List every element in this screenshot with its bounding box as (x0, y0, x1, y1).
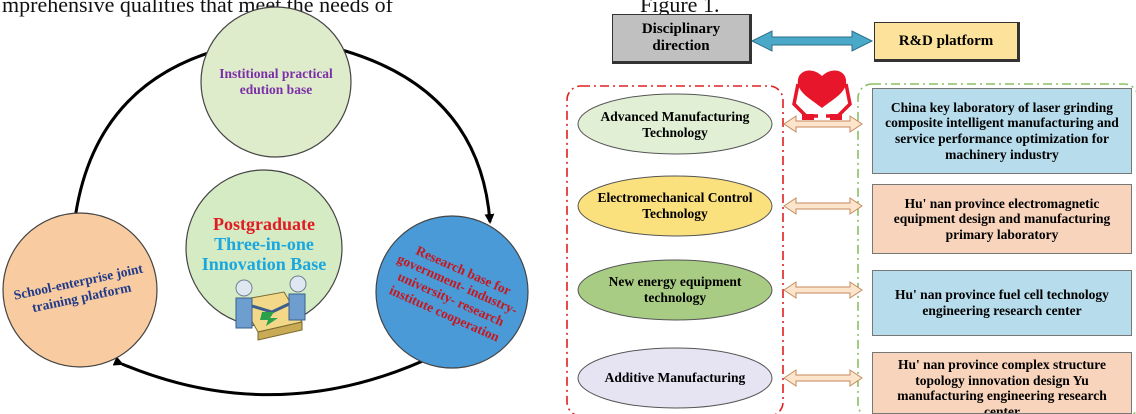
header-rd-platform: R&D platform (874, 22, 1020, 62)
discipline-ellipse-2 (577, 175, 773, 237)
discipline-ellipse-4 (577, 347, 773, 409)
discipline-ellipse-1 (577, 93, 773, 155)
platform-box-3: Hu' nan province fuel cell technology en… (872, 270, 1132, 336)
connector-arrow-2 (783, 197, 863, 215)
platform-box-2: Hu' nan province electromagnetic equipme… (872, 184, 1132, 254)
node-research-base (375, 215, 529, 369)
heart-hands-icon (792, 70, 852, 120)
center-label-line3: Innovation Base (201, 254, 327, 275)
disciplines-dashed-frame (566, 85, 784, 414)
connector-arrow-3 (783, 281, 863, 299)
center-label-line2: Three-in-one (214, 233, 314, 254)
header-double-arrow (750, 30, 874, 52)
cycle-arrow-top-right (332, 42, 495, 224)
discipline-label-3: New energy equipment technology (608, 274, 742, 305)
discipline-label-2: Electromechanical Control Technology (597, 190, 753, 221)
discipline-ellipse-3 (577, 259, 773, 321)
connector-arrow-4 (783, 369, 863, 387)
node-school-enterprise (2, 212, 158, 368)
center-label-line1: Postgraduate (213, 213, 315, 234)
header-disciplinary-direction: Disciplinary direction (612, 14, 752, 64)
node-practical-base-label: Institional practical edution base (219, 66, 333, 97)
center-label-group: Postgraduate Three-in-one Innovation Bas… (196, 204, 332, 284)
discipline-label-4: Additive Manufacturing (604, 370, 746, 386)
platforms-dashed-frame (857, 83, 1136, 414)
handshake-illustration (235, 275, 307, 341)
cycle-arrow-top-left (67, 42, 228, 252)
platform-box-4: Hu' nan province complex structure topol… (872, 352, 1132, 414)
node-practical-base (200, 6, 352, 158)
discipline-label-1: Advanced Manufacturing Technology (600, 109, 750, 140)
figure-caption-text: Figure 1. (640, 0, 720, 17)
connector-arrows (783, 115, 863, 387)
connector-arrow-1 (783, 115, 863, 133)
platform-box-1: China key laboratory of laser grinding c… (872, 88, 1132, 174)
cycle-arrow-bottom (112, 352, 440, 397)
